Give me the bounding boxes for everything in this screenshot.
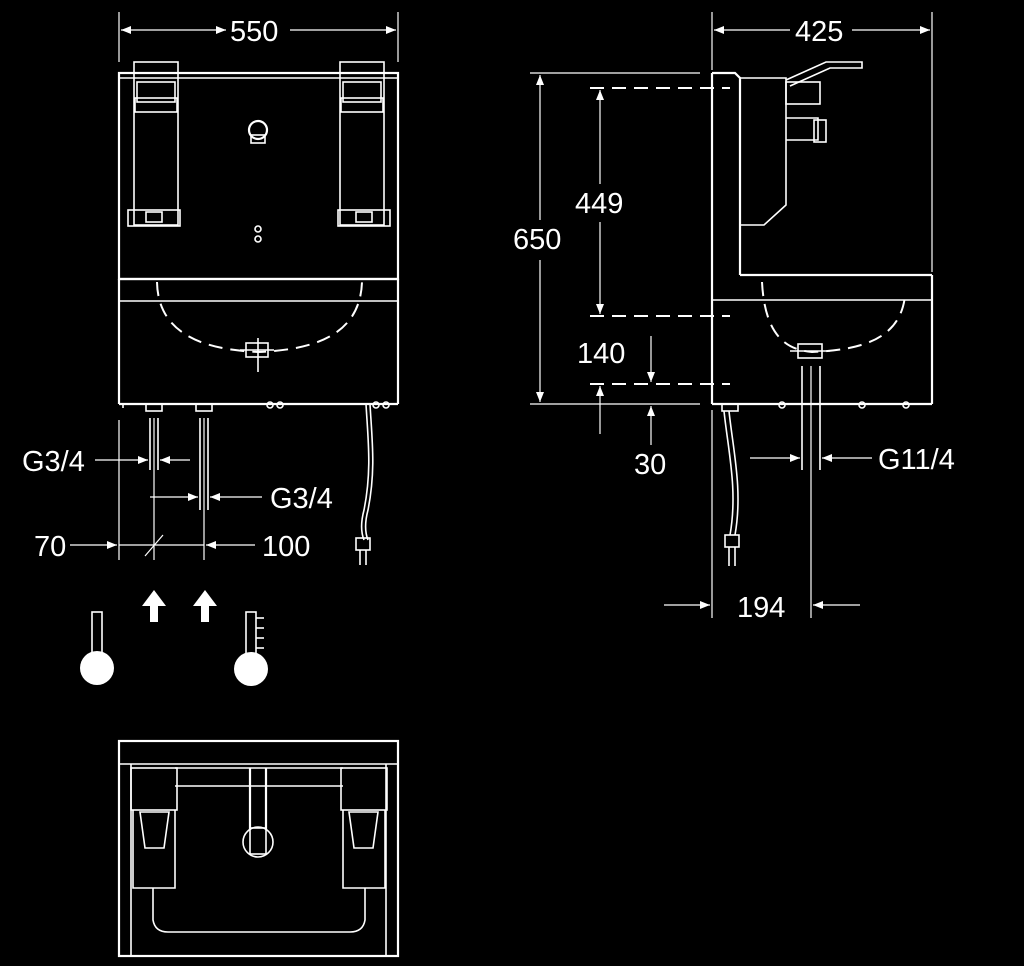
upper-label: 449 — [575, 188, 623, 220]
top-spout — [242, 768, 274, 858]
dimension-inlet-left: G3/4 — [22, 446, 190, 478]
dimension-height: 650 — [513, 75, 561, 402]
drain-label: G11/4 — [878, 444, 955, 476]
base-label: 30 — [634, 449, 666, 481]
inlet-pipes — [118, 418, 209, 560]
height-label: 650 — [513, 224, 561, 256]
dimension-basin: 140 — [577, 336, 655, 434]
drain — [240, 338, 274, 372]
inlet-right-label: G3/4 — [270, 483, 333, 515]
side-body — [710, 61, 934, 618]
dimension-depth: 425 — [711, 12, 933, 272]
basin-label: 140 — [577, 338, 625, 370]
spout — [247, 119, 269, 144]
reference-lines — [530, 72, 730, 405]
top-view — [117, 739, 400, 958]
thermometer-cold-icon — [80, 611, 114, 685]
power-cable — [355, 403, 374, 565]
dimension-offsets: 70 100 — [34, 531, 310, 563]
top-left-lever — [130, 767, 178, 889]
dimension-drain-offset: 194 — [664, 592, 860, 624]
thermometer-hot-icon — [234, 611, 268, 686]
offset-right-label: 100 — [262, 531, 310, 563]
dimension-upper: 449 — [575, 90, 623, 314]
dimension-inlet-right: G3/4 — [150, 483, 333, 515]
side-view: 425 — [513, 12, 955, 624]
depth-label: 425 — [795, 16, 843, 48]
width-label: 550 — [230, 16, 278, 48]
back-panel — [117, 61, 400, 281]
basin — [117, 277, 400, 412]
up-arrow-icon — [142, 590, 217, 622]
left-lever — [127, 61, 181, 227]
inlet-left-label: G3/4 — [22, 446, 85, 478]
dimension-drain: G11/4 — [750, 444, 955, 476]
dimension-width: 550 — [118, 12, 399, 62]
drain-offset-label: 194 — [737, 592, 785, 624]
dimension-base: 30 — [634, 406, 666, 481]
offset-left-label: 70 — [34, 531, 66, 563]
right-lever — [337, 61, 391, 227]
front-view: 550 — [22, 12, 400, 686]
top-right-lever — [340, 767, 388, 889]
